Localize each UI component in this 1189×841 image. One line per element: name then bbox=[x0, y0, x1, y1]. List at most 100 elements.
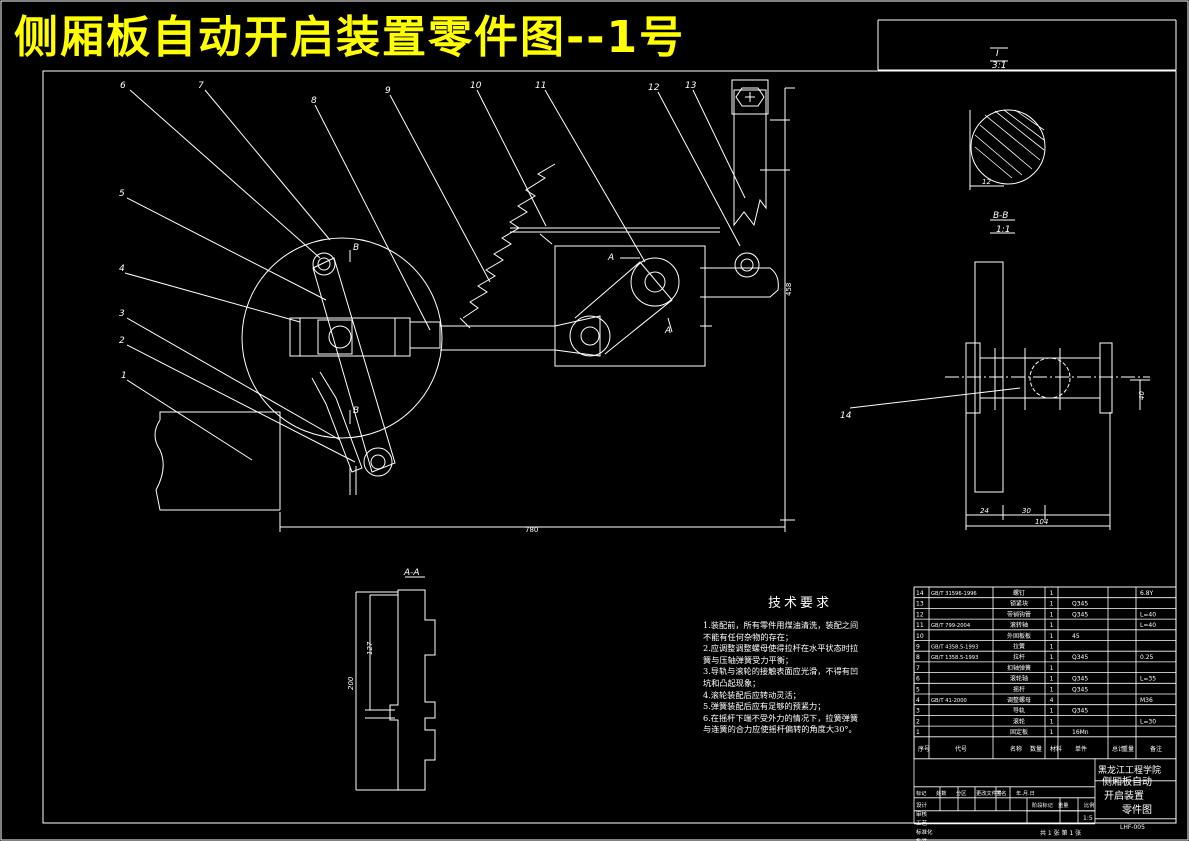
bom-seq: 1 bbox=[916, 729, 920, 736]
callout-10: 10 bbox=[470, 81, 482, 91]
bom-header-cell: 代号 bbox=[955, 745, 967, 753]
stage-col: 重量 bbox=[1058, 801, 1068, 809]
detail-scale: 3:1 bbox=[992, 61, 1006, 71]
bom-name: 导轨 bbox=[1013, 707, 1025, 715]
bom-qty: 1 bbox=[1050, 611, 1054, 618]
role-label: 标准化 bbox=[916, 828, 933, 836]
bom-qty: 1 bbox=[1050, 654, 1054, 661]
dim-bb-mid: 30 bbox=[1022, 507, 1031, 515]
dim-overall-length: 780 bbox=[525, 526, 538, 534]
callout-13: 13 bbox=[685, 81, 697, 91]
rev-col: 更改文件号 bbox=[976, 789, 1002, 797]
bom-qty: 1 bbox=[1050, 665, 1054, 672]
role-label: 工艺 bbox=[916, 820, 928, 827]
rev-col: 处数 bbox=[936, 789, 947, 797]
aa-labels: A-A 200 127 bbox=[347, 568, 420, 690]
callout-11: 11 bbox=[535, 81, 546, 91]
bom-seq: 10 bbox=[916, 633, 924, 640]
dim-bb-height: 40 bbox=[1138, 391, 1146, 400]
dim-height: 458 bbox=[785, 283, 793, 296]
bom-seq: 14 bbox=[916, 590, 924, 597]
bom-name: 外固板板 bbox=[1007, 632, 1031, 640]
tech-req-item: 6.在摇杆下端不受外力的情况下，拉簧弹簧 bbox=[703, 712, 859, 723]
bom-header-cell: 总计 bbox=[1112, 745, 1124, 753]
bom-note: 6.8Y bbox=[1140, 590, 1154, 597]
bom-header-cell: 单件 bbox=[1075, 745, 1087, 753]
dim-bb-total: 104 bbox=[1035, 518, 1048, 526]
bom-seq: 12 bbox=[916, 611, 924, 618]
bom-material: Q345 bbox=[1072, 708, 1088, 715]
bom-seq: 2 bbox=[916, 718, 920, 725]
callout-7: 7 bbox=[198, 81, 204, 91]
callout-12: 12 bbox=[648, 83, 660, 93]
tech-req-item: 4.滚轮装配后应转动灵活； bbox=[703, 689, 801, 700]
bom-name: 固定板 bbox=[1010, 728, 1028, 736]
stage-col: 比例 bbox=[1084, 801, 1094, 809]
bom-code: GB/T 4358.5-1993 bbox=[931, 645, 978, 651]
dim-bb-left: 24 bbox=[980, 507, 989, 515]
detail-view bbox=[969, 47, 1046, 190]
bb-labels: B-B 1:1 24 30 104 40 bbox=[980, 211, 1146, 526]
bom-qty: 1 bbox=[1050, 633, 1054, 640]
bom-qty: 1 bbox=[1050, 708, 1054, 715]
bom-code: GB/T 41-2000 bbox=[931, 698, 967, 704]
tech-requirements-list: 1.装配前，所有零件用煤油清洗，装配之间 不能有任何杂物的存在； 2.应调整调整… bbox=[703, 620, 908, 736]
bom-seq: 4 bbox=[916, 697, 920, 704]
stage-col: 阶段标记 bbox=[1032, 801, 1053, 809]
bom-seq: 13 bbox=[916, 601, 924, 608]
bom-header-cell: 材料 bbox=[1050, 745, 1062, 753]
bom-qty: 4 bbox=[1050, 697, 1054, 704]
rev-col: 签名 bbox=[996, 789, 1006, 797]
dim-aa-height: 200 bbox=[347, 676, 355, 690]
bom-qty: 1 bbox=[1050, 644, 1054, 651]
callout-5: 5 bbox=[119, 189, 125, 199]
callout-2: 2 bbox=[119, 336, 125, 346]
section-mark-b2: B bbox=[353, 406, 359, 416]
drawing-title-line1: 侧厢板自动 bbox=[1102, 775, 1152, 788]
tech-req-item: 簧与压轴弹簧受力平衡； bbox=[703, 654, 794, 665]
section-mark-a2: A bbox=[664, 326, 671, 336]
rev-col: 标记 bbox=[916, 789, 926, 797]
tech-req-item: 3.导轨与滚轮的接触表面应光滑，不得有凹 bbox=[703, 666, 859, 677]
bom-seq: 11 bbox=[916, 622, 924, 629]
tech-req-item: 1.装配前，所有零件用煤油清洗，装配之间 bbox=[703, 620, 859, 630]
bom-name: 拉杆 bbox=[1013, 653, 1025, 661]
detail-label: I bbox=[996, 49, 999, 59]
bom-seq: 3 bbox=[916, 708, 920, 715]
bom-seq: 6 bbox=[916, 676, 920, 683]
bom-qty: 1 bbox=[1050, 601, 1054, 608]
drawing-title-line2: 开启装置 bbox=[1104, 789, 1144, 802]
callout-9: 9 bbox=[385, 86, 391, 96]
bom-note: L=40 bbox=[1140, 611, 1156, 618]
tech-req-item: 不能有任何杂物的存在； bbox=[703, 631, 794, 642]
callout-numbers: 6 7 8 9 10 11 12 13 5 4 3 2 1 14 A A B B bbox=[119, 81, 852, 421]
bom-material: Q345 bbox=[1072, 686, 1088, 693]
bom-header-cell: 重量 bbox=[1122, 745, 1134, 753]
bom-name: 带销钩管 bbox=[1007, 610, 1031, 618]
role-label: 审核 bbox=[916, 810, 928, 818]
callout-14: 14 bbox=[840, 411, 852, 421]
bom-material: 45 bbox=[1072, 633, 1080, 640]
bom-code: GB/T 1358.5-1993 bbox=[931, 655, 978, 661]
callout-8: 8 bbox=[311, 96, 317, 106]
tech-req-item: 2.应调整调整螺母使得拉杆在水平状态时拉 bbox=[703, 643, 859, 654]
tech-requirements-heading: 技术要求 bbox=[768, 596, 833, 611]
tech-req-item: 5.弹簧装配后应有足够的预紧力； bbox=[703, 701, 826, 712]
detail-labels: I 3:1 12 bbox=[982, 49, 1006, 186]
bom-header-cell: 备注 bbox=[1150, 745, 1162, 753]
bom-note: L=35 bbox=[1140, 676, 1156, 683]
bom-note: 0.25 bbox=[1140, 654, 1154, 661]
bom-note: L=30 bbox=[1140, 718, 1156, 725]
drawing-number: LHF-005 bbox=[1120, 824, 1145, 831]
inner-frame bbox=[42, 70, 1177, 824]
bb-scale: 1:1 bbox=[996, 225, 1010, 235]
bom-qty: 1 bbox=[1050, 729, 1054, 736]
bom-code: GB/T 799-2004 bbox=[931, 623, 971, 629]
bom-material: Q345 bbox=[1072, 654, 1088, 661]
bom-seq: 8 bbox=[916, 654, 920, 661]
bb-label: B-B bbox=[993, 211, 1008, 221]
bom-qty: 1 bbox=[1050, 686, 1054, 693]
bom-seq: 5 bbox=[916, 686, 920, 693]
bom-qty: 1 bbox=[1050, 590, 1054, 597]
